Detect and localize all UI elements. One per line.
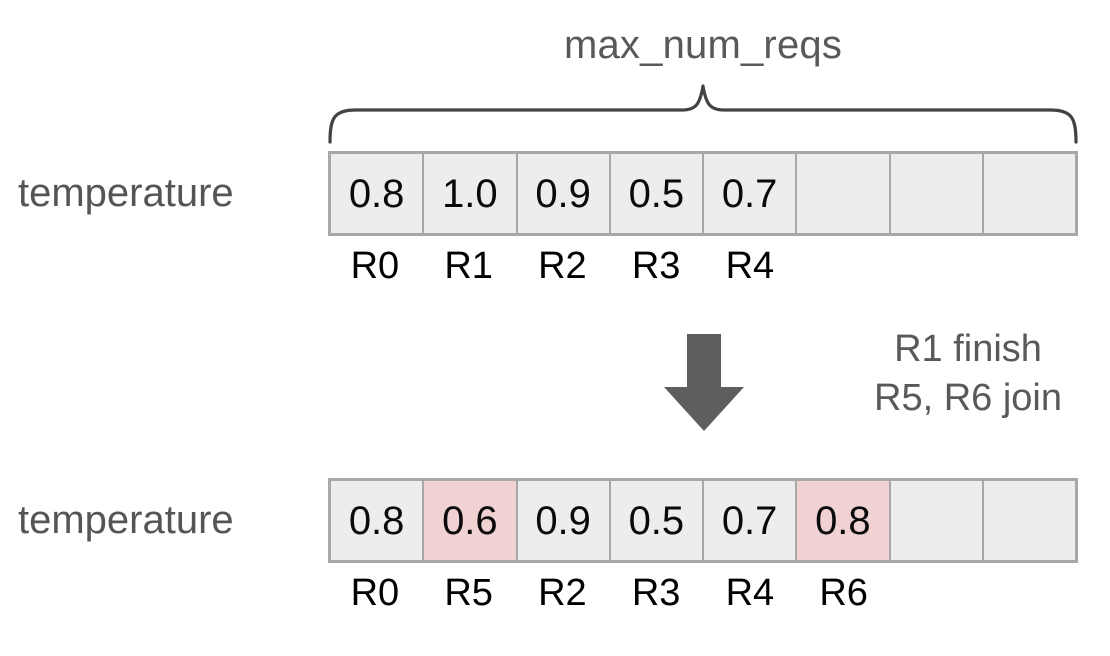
transition-note-line2: R5, R6 join [874, 377, 1062, 420]
request-tag-empty [797, 243, 891, 289]
tensor-cell: 0.5 [610, 154, 704, 233]
request-tag: R5 [444, 572, 493, 614]
tensor-cell: 0.7 [704, 481, 798, 560]
tensor-cell: 0.5 [610, 481, 704, 560]
request-tag: R4 [725, 572, 775, 614]
request-tag: R1 [444, 245, 493, 287]
tensor-cell-empty [983, 154, 1075, 233]
request-tag: R3 [631, 572, 681, 614]
tensor-cell: 0.8 [331, 154, 425, 233]
request-tag: R4 [725, 245, 775, 287]
tensor-cell-highlighted: 0.8 [797, 481, 891, 560]
tensor-cell: 0.9 [517, 481, 611, 560]
request-tag: R2 [538, 245, 587, 287]
request-tag: R0 [350, 572, 400, 614]
down-arrow-icon [663, 334, 745, 432]
tensor-cell-empty [797, 154, 891, 233]
tensor-cells-before: 0.8 1.0 0.9 0.5 0.7 [328, 151, 1078, 236]
transition-note-line1: R1 finish [894, 328, 1042, 370]
tensor-cell: 1.0 [424, 154, 518, 233]
tensor-cells-after: 0.8 0.6 0.9 0.5 0.7 0.8 [328, 478, 1078, 563]
tensor-cell: 0.7 [704, 154, 798, 233]
request-tag: R3 [631, 245, 681, 287]
tensor-cell-empty [890, 481, 984, 560]
row-label-temperature-before: temperature [18, 171, 234, 215]
tensor-cell: 0.9 [517, 154, 611, 233]
brace-title: max_num_reqs [563, 23, 843, 67]
request-tag-empty [984, 243, 1078, 289]
request-tag-empty [891, 243, 985, 289]
transition-note: R1 finish R5, R6 join [838, 325, 1098, 424]
curly-brace [322, 82, 1084, 144]
tensor-cell-empty [890, 154, 984, 233]
request-tag-empty [891, 570, 985, 616]
tensor-cell-empty [983, 481, 1075, 560]
request-tag: R6 [819, 572, 868, 614]
request-tags-after: R0 R5 R2 R3 R4 R6 [328, 570, 1078, 616]
tensor-cell-highlighted: 0.6 [424, 481, 518, 560]
request-tag: R0 [350, 245, 400, 287]
request-tags-before: R0 R1 R2 R3 R4 [328, 243, 1078, 289]
row-label-temperature-after: temperature [18, 498, 234, 542]
request-tag-empty [984, 570, 1078, 616]
request-tag: R2 [538, 572, 587, 614]
tensor-cell: 0.8 [331, 481, 425, 560]
